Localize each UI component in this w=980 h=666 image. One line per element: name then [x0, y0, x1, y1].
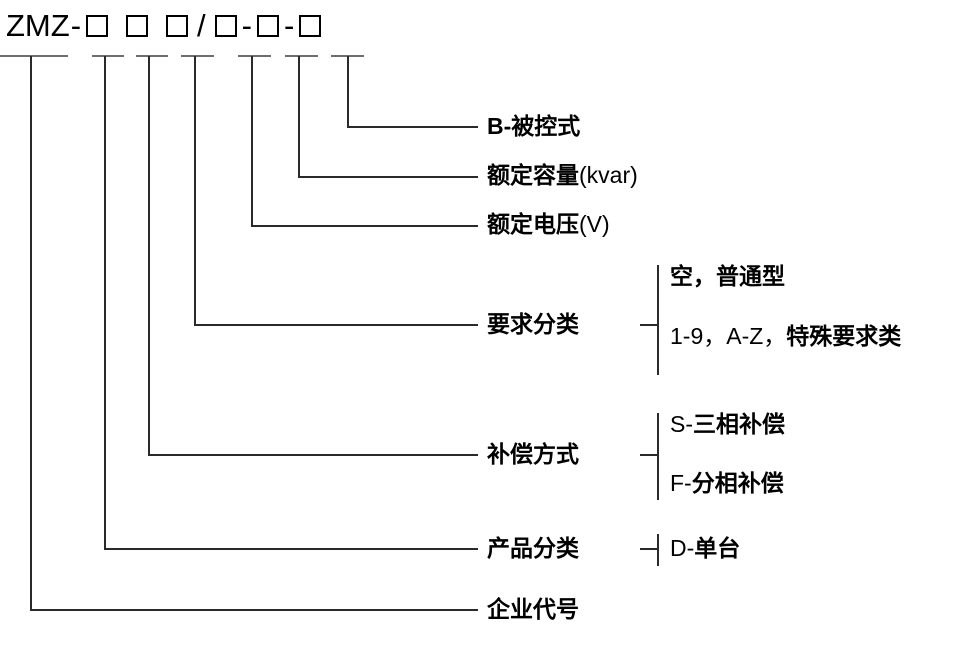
- code-box-1: [86, 14, 109, 37]
- leader-compensation-mode: [148, 56, 478, 456]
- callout-rated-capacity-text: 额定容量: [487, 162, 579, 188]
- leader-enterprise-code: [30, 56, 478, 611]
- branch-comp-split-phase-prefix: F-: [670, 470, 692, 496]
- callout-enterprise-code: 企业代号: [487, 598, 579, 621]
- callout-rated-capacity: 额定容量(kvar): [487, 164, 638, 187]
- leader-requirement-class: [194, 56, 478, 326]
- leader-rated-voltage: [251, 56, 478, 227]
- code-slash: /: [197, 8, 206, 43]
- callout-requirement-class-text: 要求分类: [487, 311, 579, 337]
- callout-enterprise-code-text: 企业代号: [487, 596, 579, 622]
- leader-product-class: [104, 56, 478, 550]
- model-code-header: ZMZ - / - -: [6, 10, 325, 41]
- callout-rated-voltage-unit: (V): [579, 211, 610, 237]
- code-dash: -: [70, 8, 82, 43]
- code-box-4: [214, 14, 237, 37]
- callout-rated-voltage-text: 额定电压: [487, 211, 579, 237]
- callout-rated-capacity-unit: (kvar): [579, 162, 638, 188]
- branch-req-special-text: 特殊要求类: [786, 323, 902, 349]
- callout-product-class: 产品分类: [487, 537, 579, 560]
- branch-comp-split-phase: F-分相补偿: [670, 472, 784, 495]
- code-box-6: [299, 14, 322, 37]
- branch-comp-three-phase: S-三相补偿: [670, 413, 785, 436]
- branch-comp-three-phase-prefix: S-: [670, 411, 693, 437]
- callout-compensation-mode: 补偿方式: [487, 443, 579, 466]
- code-separator-1: -: [241, 8, 252, 43]
- callout-requirement-class: 要求分类: [487, 313, 579, 336]
- leader-rated-capacity: [298, 56, 478, 178]
- code-box-5: [256, 14, 279, 37]
- branch-prod-single-unit-prefix: D-: [670, 535, 695, 561]
- branch-comp-split-phase-text: 分相补偿: [691, 470, 784, 496]
- branch-prod-single-unit-text: 单台: [694, 535, 741, 561]
- code-box-2: [126, 14, 149, 37]
- branch-req-special: 1-9，A-Z，特殊要求类: [670, 325, 901, 348]
- branch-req-special-prefix: 1-9，A-Z，: [670, 323, 787, 349]
- code-box-3: [166, 14, 189, 37]
- callout-controlled-type: B-被控式: [487, 115, 580, 138]
- callout-rated-voltage: 额定电压(V): [487, 213, 610, 236]
- branch-prod-single-unit: D-单台: [670, 537, 740, 560]
- branch-req-normal-text: 空，普通型: [670, 263, 785, 289]
- leader-controlled-type: [347, 56, 478, 128]
- code-separator-2: -: [283, 8, 295, 43]
- callout-compensation-mode-text: 补偿方式: [487, 441, 579, 467]
- branch-comp-three-phase-text: 三相补偿: [693, 411, 785, 437]
- branch-req-normal: 空，普通型: [670, 265, 785, 288]
- callout-product-class-text: 产品分类: [487, 535, 579, 561]
- callout-controlled-type-text: B-被控式: [487, 113, 581, 139]
- code-prefix: ZMZ: [6, 8, 70, 43]
